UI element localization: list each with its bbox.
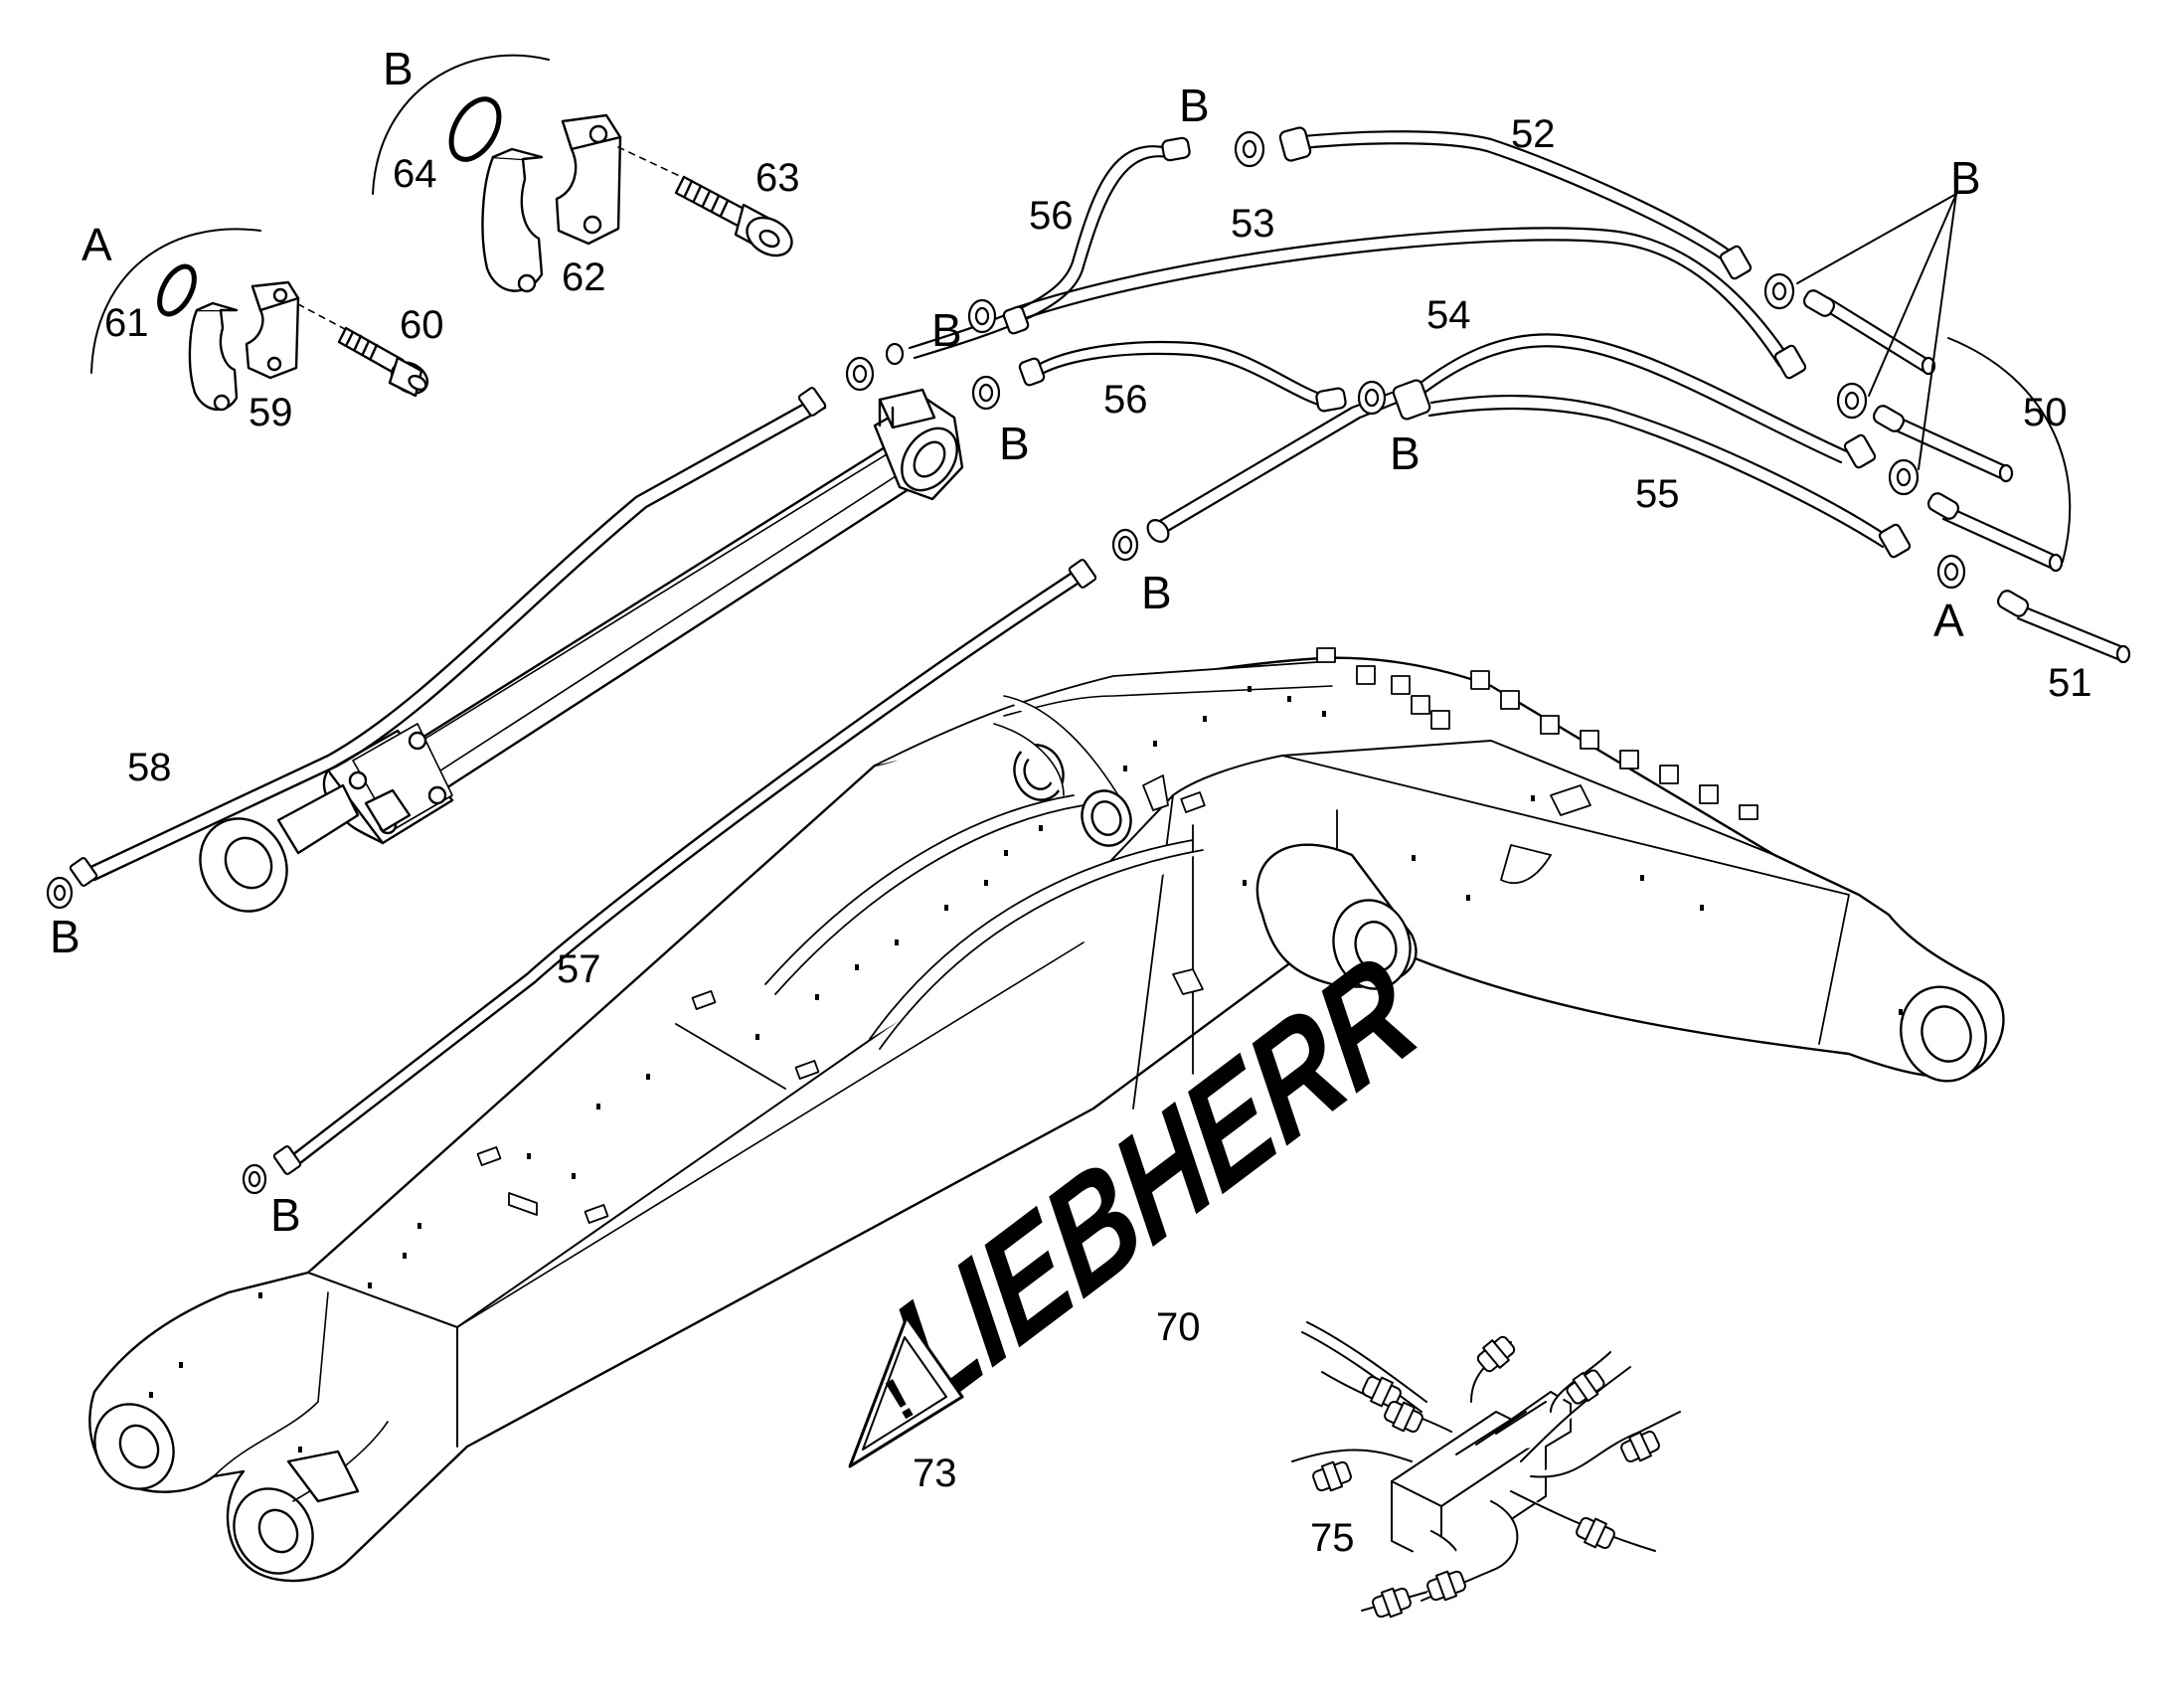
conn-label-b-right: B [1950, 152, 1981, 204]
part-label-61: 61 [104, 301, 149, 345]
part-label-73: 73 [913, 1452, 957, 1495]
o-ring-64 [448, 96, 502, 162]
detail-letter-a: A [82, 219, 112, 270]
warning-decal-73: ! [848, 1315, 964, 1468]
detail-view-b [372, 54, 793, 293]
distributor-block-75 [1291, 1321, 1681, 1619]
o-ring-61 [157, 263, 197, 317]
conn-label-b-bottom: B [270, 1189, 301, 1241]
part-label-58: 58 [127, 746, 172, 789]
conn-label-a: A [1933, 595, 1964, 646]
detail-view-a [90, 228, 429, 412]
conn-label-b-center: B [1390, 427, 1421, 479]
part-label-50: 50 [2023, 391, 2068, 434]
part-label-55: 55 [1635, 472, 1680, 516]
part-label-54: 54 [1426, 293, 1471, 337]
conn-label-b-lower: B [1141, 567, 1172, 618]
part-label-70: 70 [1156, 1305, 1201, 1349]
excavator-boom [88, 647, 2005, 1583]
part-label-51: 51 [2048, 661, 2092, 705]
bolt-63 [674, 175, 793, 257]
flange-clamp-half-59 [188, 280, 300, 412]
part-label-53: 53 [1231, 202, 1275, 246]
conn-label-b-top: B [1179, 80, 1210, 131]
part-label-63: 63 [755, 156, 800, 200]
part-label-57: 57 [557, 947, 601, 991]
conn-label-b-left: B [50, 911, 81, 962]
flange-rings [46, 130, 1966, 1195]
part-label-52: 52 [1511, 112, 1556, 156]
part-label-56-upper: 56 [1029, 194, 1074, 238]
hydraulic-cylinder [199, 388, 964, 913]
detail-letter-b: B [383, 43, 414, 94]
flange-clamp-half-62 [481, 113, 622, 293]
part-label-75: 75 [1310, 1516, 1355, 1560]
part-label-60: 60 [400, 303, 444, 347]
part-label-64: 64 [393, 152, 437, 196]
conn-label-b-mid-left: B [931, 304, 962, 356]
part-label-59: 59 [249, 391, 293, 434]
conn-label-b-mid: B [999, 418, 1030, 469]
part-label-62: 62 [562, 256, 606, 299]
bolt-60 [337, 326, 429, 398]
part-label-56-lower: 56 [1103, 378, 1148, 422]
